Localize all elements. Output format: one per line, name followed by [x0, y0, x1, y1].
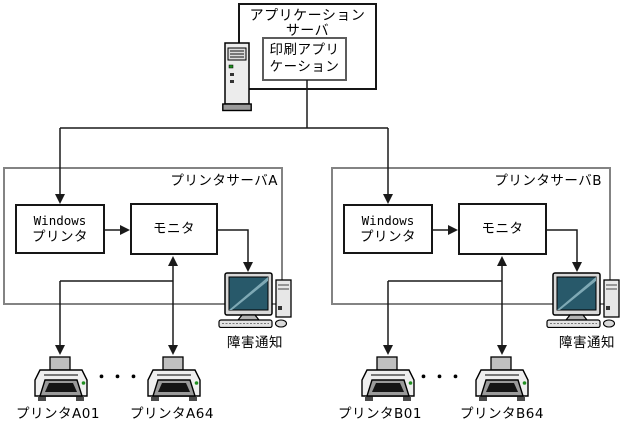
- printer-server-b-title: プリンタサーバB: [494, 173, 602, 189]
- ellipsis-b: ・・・: [416, 368, 465, 386]
- fault-notification-a-label: 障害通知: [227, 335, 283, 351]
- application-server-title-line2: サーバ: [285, 23, 330, 39]
- windows-printer-b-line1: Windows: [361, 212, 415, 228]
- print-application-line1: 印刷アプリ: [269, 42, 340, 58]
- printer-a64-label: プリンタA64: [130, 406, 214, 422]
- printer-b01-label: プリンタB01: [338, 406, 422, 422]
- windows-printer-b-line2: プリンタ: [360, 228, 416, 245]
- printer-b01-icon: [362, 357, 414, 401]
- monitor-b-label: モニタ: [481, 220, 524, 237]
- ellipsis-a: ・・・: [94, 368, 143, 386]
- windows-printer-a-box: Windows プリンタ: [15, 204, 105, 254]
- monitor-a-box: モニタ: [130, 203, 218, 255]
- printer-a01-icon: [35, 357, 87, 401]
- application-server-title-line1: アプリケーション: [249, 8, 366, 24]
- monitor-a-label: モニタ: [153, 220, 195, 237]
- monitor-b-box: モニタ: [458, 203, 547, 255]
- fault-notification-b-label: 障害通知: [559, 335, 615, 351]
- printer-b64-label: プリンタB64: [460, 406, 544, 422]
- printer-a01-label: プリンタA01: [16, 406, 100, 422]
- printer-b64-icon: [476, 357, 528, 401]
- printer-a64-icon: [148, 357, 200, 401]
- windows-printer-a-line2: プリンタ: [32, 228, 88, 245]
- print-application-box: 印刷アプリ ケーション: [262, 37, 347, 81]
- windows-printer-b-box: Windows プリンタ: [343, 204, 433, 254]
- printer-server-a-title: プリンタサーバA: [170, 173, 278, 189]
- printer-server-a-box: [3, 167, 283, 305]
- windows-printer-a-line1: Windows: [33, 212, 87, 228]
- printer-server-b-box: [331, 167, 611, 305]
- print-application-line2: ケーション: [269, 59, 340, 75]
